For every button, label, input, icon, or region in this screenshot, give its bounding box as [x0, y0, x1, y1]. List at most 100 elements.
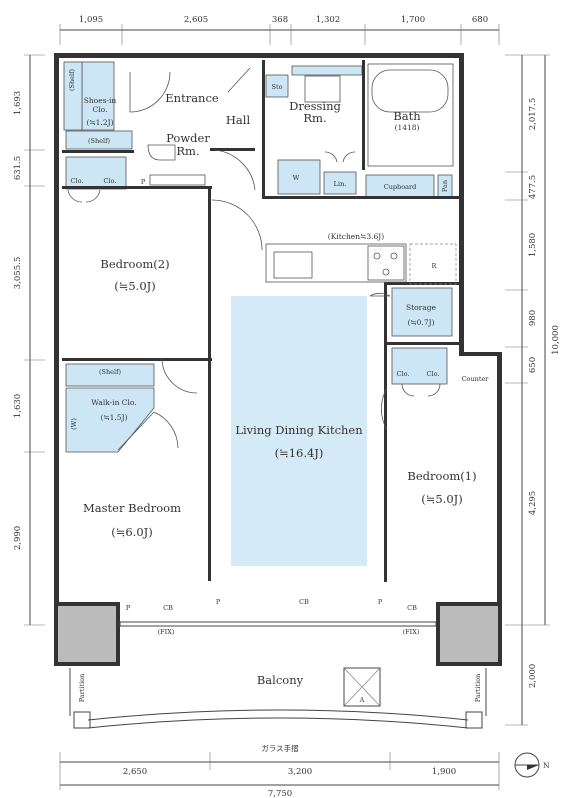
walls: [54, 53, 502, 625]
ldk-floor-highlight: [231, 296, 367, 566]
entrance-shelf: [65, 130, 133, 150]
dim-top-1: 1,095: [79, 15, 103, 25]
dim-bottom-3: 1,900: [432, 767, 456, 777]
right-dimension-line: 2,017.5 477.5 1,580 980 650 4,295 2,000 …: [505, 54, 561, 726]
kitchen-label: (Kitchen≒3.6J): [328, 232, 384, 241]
p-label-powder: P: [141, 178, 146, 186]
clo-label-bedroom2-a: Clo.: [71, 177, 84, 185]
dim-left-4: 1,630: [13, 394, 23, 418]
cupboard-label: Cupboard: [384, 183, 417, 191]
hall-label: Hall: [226, 113, 251, 127]
p-label-master: P: [126, 604, 131, 612]
entrance-label: Entrance: [165, 91, 219, 105]
dim-right-4: 980: [528, 310, 538, 326]
clo-label-bedroom1-a: Clo.: [397, 370, 410, 378]
dim-bottom-2: 3,200: [288, 767, 312, 777]
lin-label: Lin.: [334, 180, 347, 188]
bedroom2-closet: [65, 156, 127, 190]
shoes-label: Shoes-in: [84, 96, 117, 105]
storage-room: [391, 287, 453, 337]
storage-area: (≒0.7J): [407, 318, 434, 327]
walkin-label: Walk-in Clo.: [91, 398, 136, 407]
dim-top-4: 1,302: [316, 15, 340, 25]
master-label: Master Bedroom: [83, 501, 181, 515]
top-dimension-line: 1,095 2,605 368 1,302 1,700 680: [59, 15, 500, 45]
cb-label-ldk: CB: [299, 598, 309, 606]
clo-label-bedroom2-b: Clo.: [104, 177, 117, 185]
r-label: R: [432, 262, 438, 270]
shoes-label-2: Clo.: [93, 105, 108, 114]
north-arrow-icon: N: [514, 752, 550, 778]
linen-closet: [323, 171, 357, 195]
doors: [67, 67, 441, 451]
refrigerator-space: [409, 243, 457, 285]
dim-left-3: 3,055.5: [13, 257, 23, 289]
bottom-dimension-line: 2,650 3,200 1,900 7,750: [59, 752, 500, 798]
dim-top-6: 680: [472, 15, 488, 25]
hatch-a-label: A: [359, 696, 365, 704]
pan-label: Pan: [441, 180, 449, 192]
w-label-walkin: (W): [70, 418, 78, 430]
ldk-area: (≒16.4J): [275, 446, 324, 460]
w-washer: [277, 159, 321, 195]
powder-label: Powder: [166, 131, 210, 145]
shoe-shelf-left: [63, 61, 83, 131]
bedroom1-closets: [391, 347, 448, 385]
master-area: (≒6.0J): [111, 525, 153, 539]
bedroom1-area: (≒5.0J): [421, 492, 463, 506]
walk-in-closet: [65, 387, 155, 453]
shoes-area: (≒1.2J): [86, 118, 113, 127]
w-label: W: [293, 174, 300, 182]
small-labels: (Shelf) (Shelf) Clo. Clo. P Sto W Lin. C…: [68, 69, 489, 704]
dim-left-5: 2,990: [13, 526, 23, 550]
bedroom2-label: Bedroom(2): [100, 257, 169, 271]
walkin-area: (≒1.5J): [100, 413, 127, 422]
toilet: [147, 144, 176, 161]
dim-bottom-total: 7,750: [268, 789, 292, 798]
left-dimension-line: 1,693 631.5 3,055.5 1,630 2,990: [13, 54, 45, 626]
powder-label-2: Rm.: [176, 144, 199, 158]
sto-cabinet: [265, 74, 289, 98]
fix-label-right: (FIX): [403, 628, 420, 636]
master-shelf: [65, 363, 155, 387]
dim-right-1: 2,017.5: [528, 98, 538, 130]
storage-areas: [63, 61, 453, 453]
dim-right-7: 2,000: [528, 664, 538, 688]
sto-label: Sto: [272, 83, 283, 91]
dim-top-5: 1,700: [401, 15, 425, 25]
balcony: [54, 602, 502, 729]
dim-right-2: 477.5: [528, 175, 538, 199]
dim-top-3: 368: [272, 15, 288, 25]
ldk-label: Living Dining Kitchen: [235, 423, 363, 437]
partition-label-right: Partition: [474, 674, 482, 703]
p-label-ldk-right: P: [378, 598, 383, 606]
fixtures: [147, 63, 457, 285]
bath-size: (1418): [395, 123, 420, 132]
balcony-label: Balcony: [257, 673, 304, 687]
shelf-label-master: (Shelf): [99, 368, 122, 376]
shoes-in-closet: [81, 61, 115, 131]
dim-left-1: 1,693: [13, 91, 23, 115]
counter-label: Counter: [462, 375, 490, 383]
cb-label-master: CB: [163, 604, 173, 612]
bath-label: Bath: [393, 109, 421, 123]
dim-top-2: 2,605: [184, 15, 208, 25]
shelf-label-shoes: (Shelf): [68, 69, 76, 92]
shelf-label-entrance: (Shelf): [88, 137, 111, 145]
dim-right-5: 650: [528, 357, 538, 373]
bedroom2-area: (≒5.0J): [114, 279, 156, 293]
fix-label-left: (FIX): [158, 628, 175, 636]
dim-bottom-1: 2,650: [123, 767, 147, 777]
partition-label-left: Partition: [78, 674, 86, 703]
dim-right-3: 1,580: [528, 233, 538, 257]
storage-label: Storage: [406, 303, 437, 312]
dim-right-total: 10,000: [551, 325, 561, 355]
dressing-storage-top: [291, 65, 363, 76]
dim-left-2: 631.5: [13, 156, 23, 180]
glass-railing: [87, 709, 469, 721]
cb-label-bedroom1: CB: [407, 604, 417, 612]
dim-right-6: 4,295: [528, 491, 538, 515]
dressing-label: Dressing: [289, 99, 341, 113]
railing-label: ガラス手摺: [261, 743, 298, 753]
